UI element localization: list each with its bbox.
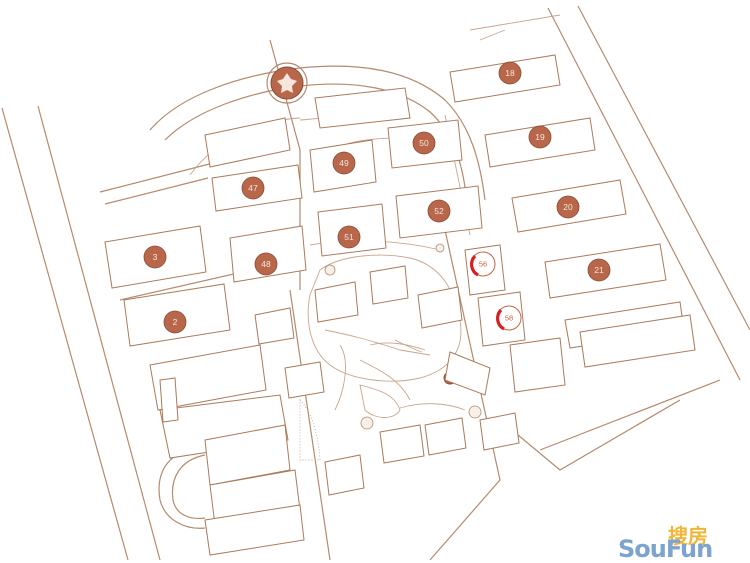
- building-3-marker[interactable]: 3: [143, 245, 167, 269]
- building-48-label: 48: [261, 259, 271, 269]
- building-47-marker[interactable]: 47: [241, 176, 265, 200]
- building-51-label: 51: [344, 232, 354, 242]
- building-51-marker[interactable]: 51: [337, 225, 361, 249]
- building-47-label: 47: [248, 183, 258, 193]
- building-badges: 18 19 20 21 50 49 47 52: [143, 61, 611, 334]
- building-52-label: 52: [434, 206, 444, 216]
- building-50-label: 50: [419, 138, 429, 148]
- outer-roads: [1, 5, 750, 560]
- building-52-marker[interactable]: 52: [427, 199, 451, 223]
- building-21-label: 21: [594, 265, 604, 275]
- building-2-label: 2: [173, 317, 178, 327]
- building-20-marker[interactable]: 20: [556, 195, 580, 219]
- building-49-marker[interactable]: 49: [332, 151, 356, 175]
- building-58-marker[interactable]: 58: [496, 305, 522, 331]
- building-slabs: [104, 54, 696, 556]
- building-48-marker[interactable]: 48: [254, 252, 278, 276]
- watermark-cn-text: 搜房: [668, 524, 708, 548]
- building-18-label: 18: [505, 68, 515, 78]
- building-20-label: 20: [563, 202, 573, 212]
- building-2-marker[interactable]: 2: [163, 310, 187, 334]
- soufun-watermark-logo: 搜房 SouFun: [616, 520, 742, 563]
- building-3-label: 3: [153, 252, 158, 262]
- building-50-marker[interactable]: 50: [412, 131, 436, 155]
- watermark-en-text: SouFun: [618, 535, 713, 563]
- building-56-marker[interactable]: 56: [470, 251, 496, 277]
- building-19-marker[interactable]: 19: [528, 125, 552, 149]
- building-56-label: 56: [479, 260, 487, 269]
- building-18-marker[interactable]: 18: [498, 61, 522, 85]
- building-21-marker[interactable]: 21: [587, 258, 611, 282]
- building-58-label: 58: [505, 314, 513, 323]
- building-49-label: 49: [339, 158, 349, 168]
- roundabout: [266, 62, 308, 104]
- building-19-label: 19: [535, 132, 545, 142]
